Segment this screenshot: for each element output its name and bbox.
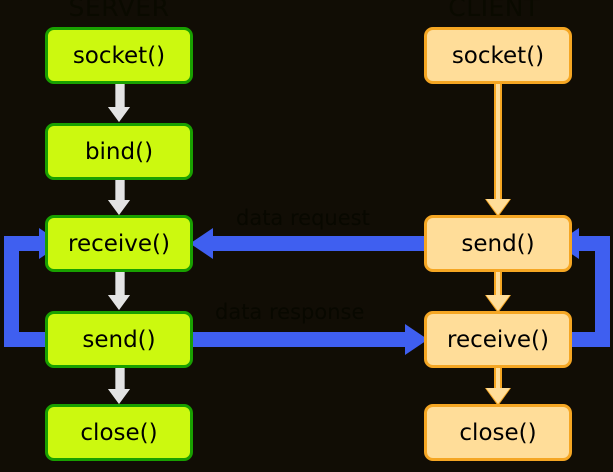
server-arrow-bind-to-receive	[108, 180, 130, 215]
data-request-arrow	[190, 228, 427, 259]
arrow-shaft	[494, 84, 502, 200]
client-step-receive[interactable]: receive()	[424, 311, 572, 368]
arrow-head	[108, 107, 130, 122]
server-step-close[interactable]: close()	[45, 404, 193, 461]
arrow-shaft	[494, 272, 502, 296]
server-column-title: SERVER	[68, 0, 170, 22]
arrow-head	[486, 388, 510, 404]
server-step-send[interactable]: send()	[45, 311, 193, 368]
arrow-shaft	[115, 84, 125, 108]
arrow-shaft	[115, 180, 125, 201]
server-arrow-send-to-close	[108, 368, 130, 404]
arrow-head	[486, 199, 510, 215]
client-step-send[interactable]: send()	[424, 215, 572, 272]
data-response-label: data response	[215, 300, 365, 324]
arrow-shaft	[115, 272, 125, 296]
arrow-head	[108, 389, 130, 404]
client-arrow-socket-to-send	[485, 84, 511, 217]
client-step-close[interactable]: close()	[424, 404, 572, 461]
data-response-arrow	[190, 324, 428, 355]
server-arrow-socket-to-bind	[108, 84, 130, 122]
client-arrow-send-to-receive	[485, 272, 511, 313]
arrow-head	[108, 200, 130, 215]
client-arrow-receive-to-close	[485, 368, 511, 406]
arrow-head	[108, 295, 130, 310]
data-request-label: data request	[236, 206, 370, 230]
server-step-bind[interactable]: bind()	[45, 123, 193, 180]
arrow-head	[486, 295, 510, 311]
client-column-title: CLIENT	[448, 0, 540, 22]
client-step-socket[interactable]: socket()	[424, 27, 572, 84]
arrow-shaft	[115, 368, 125, 390]
server-step-receive[interactable]: receive()	[45, 215, 193, 272]
arrow-shaft	[494, 368, 502, 389]
server-step-socket[interactable]: socket()	[45, 27, 193, 84]
client-loop-arrow	[556, 228, 610, 347]
server-arrow-receive-to-send	[108, 272, 130, 310]
